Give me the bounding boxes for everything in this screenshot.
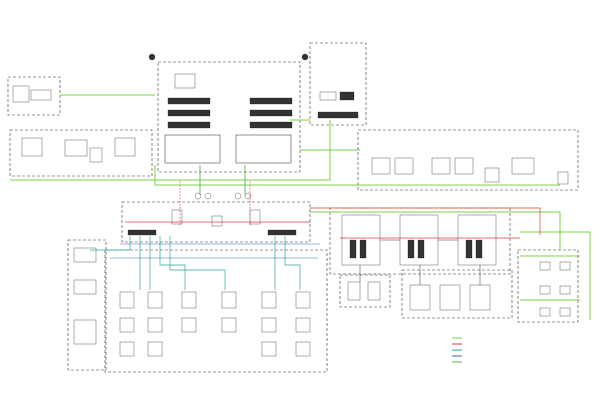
top-center-rack [148, 53, 309, 173]
right-control-cabinets [329, 207, 511, 275]
red-links [125, 180, 541, 239]
left-workstation-group [9, 129, 153, 177]
dark-links [359, 239, 481, 285]
teal-links [90, 236, 320, 290]
top-right-rack [309, 42, 367, 126]
green-links [10, 94, 591, 320]
top-left-panel [7, 76, 61, 116]
right-workstation-group [357, 129, 579, 191]
core-switch-box [121, 192, 311, 243]
field-area [67, 239, 328, 373]
legend [452, 337, 462, 363]
lower-right-boxes [339, 249, 579, 323]
